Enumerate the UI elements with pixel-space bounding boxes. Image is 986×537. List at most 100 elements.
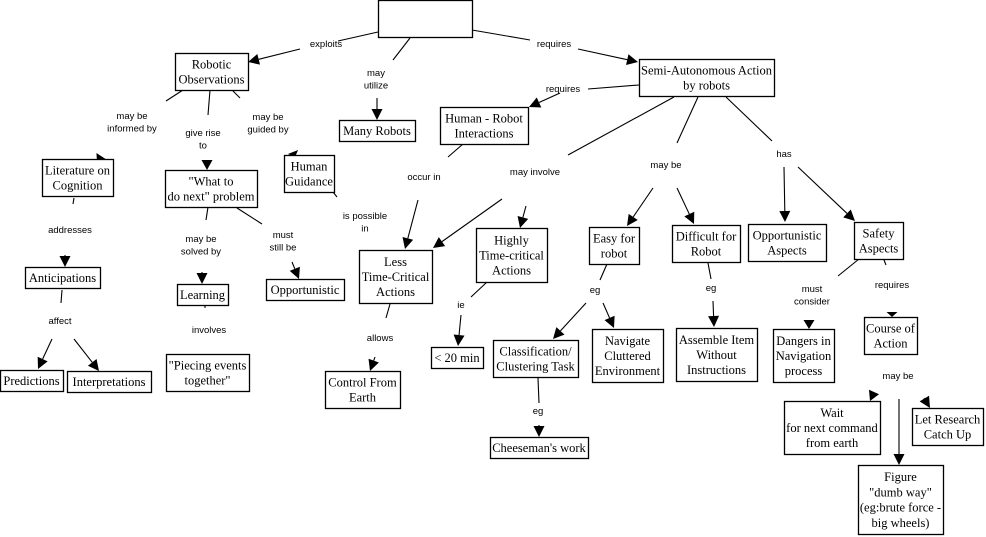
arrowhead-icon: [371, 109, 383, 120]
node-classification[interactable]: Classification/Clustering Task: [492, 339, 580, 379]
node-box: [857, 464, 945, 536]
arrowhead-icon: [893, 454, 905, 465]
node-cheeseman[interactable]: Cheeseman's work: [489, 436, 590, 460]
connector-line: [470, 281, 488, 298]
node-box: [0, 369, 65, 393]
node-box: [475, 227, 549, 284]
node-box: [283, 154, 336, 194]
node-many-robots[interactable]: Many Robots: [338, 119, 417, 143]
node-box: [492, 339, 580, 379]
link-label-exploits: exploits: [310, 39, 342, 50]
link-label-requires-top: requires: [537, 39, 572, 50]
connector-line: [797, 166, 848, 214]
connector-line: [231, 89, 241, 99]
connector-line: [883, 259, 887, 266]
connector-line: [522, 205, 527, 218]
arrowhead-icon: [553, 327, 565, 339]
node-text: < 20 min: [434, 351, 480, 365]
arrowhead-icon: [248, 53, 261, 65]
link-label-requires-safety: requires: [875, 280, 910, 291]
arrowhead-icon: [868, 389, 880, 401]
node-box: [863, 316, 919, 356]
connector-line: [373, 356, 376, 361]
arrowhead-icon: [368, 358, 379, 371]
node-text: Opportunistic: [271, 283, 340, 297]
link-label-involves: involves: [192, 325, 227, 336]
connector-line: [392, 37, 411, 61]
connector-line: [577, 48, 628, 61]
arrowhead-icon: [779, 210, 791, 222]
arrowhead-icon: [289, 266, 300, 279]
link-label-eg-difficult: eg: [706, 283, 717, 294]
node-opportunistic[interactable]: Opportunistic: [265, 278, 346, 302]
connector-line: [337, 31, 379, 42]
arrowhead-icon: [708, 315, 720, 327]
connector-line: [712, 300, 715, 317]
node-box: [671, 224, 742, 264]
node-box: [747, 223, 828, 263]
link-label-allows: allows: [367, 333, 394, 344]
node-predictions[interactable]: Predictions: [0, 369, 65, 393]
node-box: [265, 278, 346, 302]
node-learning[interactable]: Learning: [176, 283, 230, 307]
node-anticipations[interactable]: Anticipations: [24, 266, 102, 290]
node-lt-20-min[interactable]: < 20 min: [430, 346, 485, 370]
connector-line: [441, 198, 503, 243]
link-label-eg-easy: eg: [590, 285, 601, 296]
arrowhead-icon: [803, 320, 815, 329]
connector-line: [676, 96, 699, 144]
connector-line: [587, 84, 640, 90]
node-box: [783, 400, 882, 456]
connector-line: [236, 207, 263, 225]
node-interpretations[interactable]: Interpretations: [66, 370, 153, 394]
link-label-has: has: [776, 149, 792, 160]
node-text: Classification/Clustering Task: [496, 344, 575, 373]
node-root[interactable]: [377, 0, 474, 39]
node-figure-dumb-way[interactable]: Figure"dumb way"(eg:brute force -big whe…: [857, 464, 945, 536]
connector-line: [258, 48, 301, 60]
link-label-eg-classification: eg: [533, 406, 544, 417]
arrowhead-icon: [919, 395, 930, 408]
connector-line: [599, 263, 608, 281]
arrowhead-icon: [453, 334, 465, 346]
connector-line: [72, 197, 75, 205]
node-box: [489, 436, 590, 460]
link-label-addresses: addresses: [48, 225, 92, 236]
node-box: [853, 221, 905, 261]
connector-line: [567, 96, 675, 156]
connector-line: [783, 166, 786, 212]
